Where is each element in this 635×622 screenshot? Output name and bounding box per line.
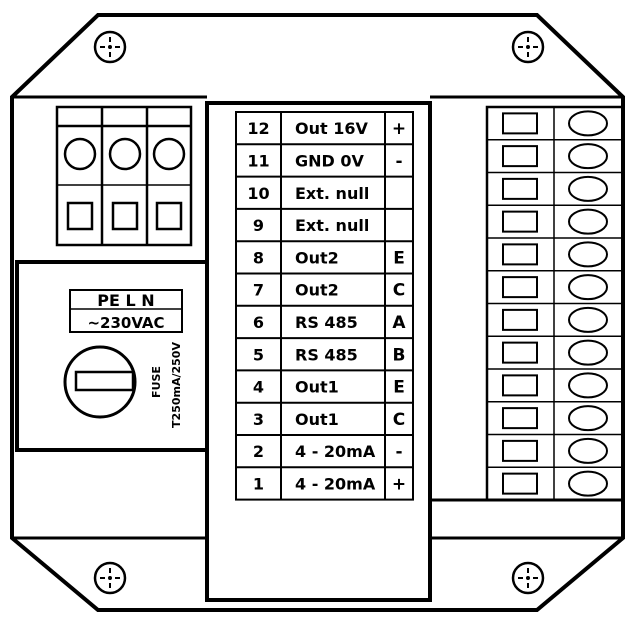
signal-terminal-screw (502, 372, 608, 399)
power-voltage-label: ~230VAC (87, 314, 164, 332)
mounting-hole-top-right (511, 30, 545, 64)
terminal-polarity: - (395, 442, 402, 462)
terminal-number: 4 (253, 378, 264, 397)
terminal-number: 11 (247, 151, 269, 170)
terminal-name: RS 485 (295, 345, 358, 364)
terminal-number: 9 (253, 216, 264, 235)
terminal-name: Out2 (295, 281, 339, 300)
mounting-hole-bottom-left (93, 561, 127, 595)
terminal-name: RS 485 (295, 313, 358, 332)
terminal-row: 11 GND 0V - (247, 151, 402, 171)
fuse-rating: T250mA/250V (170, 342, 183, 428)
terminal-row: 1 4 - 20mA + (253, 474, 406, 494)
terminal-number: 5 (253, 345, 264, 364)
terminal-name: 4 - 20mA (295, 442, 376, 461)
signal-terminal-block (485, 105, 625, 502)
terminal-number: 8 (253, 248, 264, 267)
power-terminal-block (55, 105, 193, 247)
terminal-polarity: A (392, 313, 406, 333)
terminal-number: 6 (253, 313, 264, 332)
terminal-number: 7 (253, 281, 264, 300)
signal-terminal-screw (502, 241, 608, 268)
fuse-holder (63, 345, 137, 419)
signal-terminal-screw (502, 405, 608, 432)
terminal-polarity: - (395, 151, 402, 171)
signal-terminal-screw (502, 437, 608, 464)
terminal-name: Ext. null (295, 216, 369, 235)
terminal-polarity: + (392, 474, 406, 494)
terminal-name: Out 16V (295, 119, 368, 138)
power-label-box (69, 289, 183, 333)
terminal-row: 4 Out1 E (253, 378, 405, 398)
power-terminal-screw (63, 137, 97, 231)
terminal-number: 10 (247, 184, 269, 203)
terminal-row: 12 Out 16V + (247, 119, 406, 139)
signal-terminal-screw (502, 339, 608, 366)
terminal-row: 9 Ext. null (253, 216, 369, 235)
signal-terminal-screw (502, 208, 608, 235)
terminal-name: Out2 (295, 248, 339, 267)
terminal-polarity: + (392, 119, 406, 139)
terminal-row: 2 4 - 20mA- (253, 442, 403, 462)
terminal-number: 3 (253, 410, 264, 429)
mounting-hole-top-left (93, 30, 127, 64)
signal-terminal-screw (502, 110, 608, 137)
signal-terminal-screw (502, 143, 608, 170)
terminal-polarity: C (393, 410, 405, 430)
terminal-name: 4 - 20mA (295, 474, 376, 493)
terminal-number: 12 (247, 119, 269, 138)
terminal-name: Ext. null (295, 184, 369, 203)
terminal-polarity: B (393, 345, 406, 365)
terminal-row: 6 RS 485 A (253, 313, 406, 333)
signal-terminal-screw (502, 274, 608, 301)
terminal-row: 10 Ext. null (247, 184, 369, 203)
signal-terminal-screw (502, 175, 608, 202)
terminal-polarity: C (393, 281, 405, 301)
terminal-row: 7 Out2 C (253, 281, 405, 301)
terminal-number: 1 (253, 474, 264, 493)
terminal-name: GND 0V (295, 151, 365, 170)
fuse-title: FUSE (150, 366, 163, 398)
terminal-row: 3 Out1 C (253, 410, 405, 430)
terminal-polarity: E (393, 378, 405, 398)
power-terminal-screw (152, 137, 186, 231)
signal-terminal-screw (502, 306, 608, 333)
terminal-row: 5 RS 485 B (253, 345, 406, 365)
terminal-row: 8 Out2 E (253, 248, 405, 268)
terminal-name: Out1 (295, 410, 339, 429)
terminal-polarity: E (393, 248, 405, 268)
power-terminal-screw (108, 137, 142, 231)
mounting-hole-bottom-right (511, 561, 545, 595)
power-terminals-label: PE L N (97, 291, 154, 310)
terminal-name: Out1 (295, 378, 339, 397)
signal-terminal-screw (502, 470, 608, 497)
terminal-number: 2 (253, 442, 264, 461)
